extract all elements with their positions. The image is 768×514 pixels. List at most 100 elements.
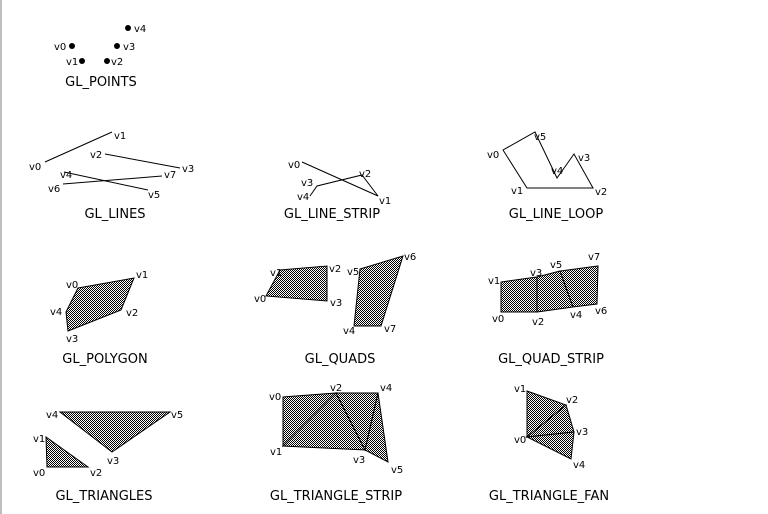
triangle-fan-triangle-3 — [525, 431, 575, 460]
vertex-label-v4: v4 — [380, 383, 392, 394]
vertex-label-v4: v4 — [570, 310, 582, 321]
vertex-label-v1: v1 — [379, 196, 391, 207]
line-segment-0 — [44, 131, 113, 163]
vertex-label-v2: v2 — [111, 57, 123, 68]
caption-triangle-fan: GL_TRIANGLE_FAN — [489, 489, 609, 504]
vertex-label-v4: v4 — [50, 307, 62, 318]
triangle-1 — [58, 411, 172, 453]
vertex-label-v6: v6 — [48, 184, 60, 195]
point-v3 — [114, 43, 120, 49]
vertex-label-v1: v1 — [33, 434, 45, 445]
caption-polygon: GL_POLYGON — [62, 352, 147, 367]
caption-points: GL_POINTS — [65, 75, 137, 90]
vertex-label-v3: v3 — [123, 42, 135, 53]
quad-0 — [265, 265, 328, 302]
vertex-label-v4: v4 — [46, 410, 58, 421]
vertex-label-v0: v0 — [487, 150, 499, 161]
vertex-label-v0: v0 — [514, 435, 526, 446]
caption-quads: GL_QUADS — [305, 352, 376, 367]
left-border — [0, 0, 2, 514]
vertex-label-v3: v3 — [301, 178, 313, 189]
vertex-label-v1: v1 — [270, 447, 282, 458]
line-segment-1 — [104, 153, 181, 169]
vertex-label-v0: v0 — [288, 160, 300, 171]
point-v4 — [125, 25, 131, 31]
vertex-label-v2: v2 — [359, 169, 371, 180]
vertex-label-v3: v3 — [107, 456, 119, 467]
vertex-label-v3: v3 — [182, 164, 194, 175]
caption-line-strip: GL_LINE_STRIP — [284, 207, 380, 222]
polygon-shape — [65, 277, 135, 332]
point-v0 — [69, 43, 75, 49]
line-strip-path — [301, 161, 379, 197]
vertex-label-v1: v1 — [514, 384, 526, 395]
vertex-label-v4: v4 — [343, 326, 355, 337]
vertex-label-v2: v2 — [566, 395, 578, 406]
vertex-label-v7: v7 — [588, 252, 600, 263]
vertex-label-v2: v2 — [90, 150, 102, 161]
vertex-label-v1: v1 — [511, 186, 523, 197]
vertex-label-v1: v1 — [488, 276, 500, 287]
vertex-label-v0: v0 — [54, 42, 66, 53]
vertex-label-v4: v4 — [60, 170, 72, 181]
triangle-strip-triangle-3 — [364, 392, 389, 463]
vertex-label-v5: v5 — [534, 132, 546, 143]
vertex-label-v5: v5 — [148, 190, 160, 201]
vertex-label-v1: v1 — [114, 131, 126, 142]
vertex-label-v2: v2 — [330, 383, 342, 394]
vertex-label-v5: v5 — [550, 260, 562, 271]
caption-quad-strip: GL_QUAD_STRIP — [498, 352, 604, 367]
vertex-label-v0: v0 — [254, 294, 266, 305]
vertex-label-v3: v3 — [576, 427, 588, 438]
vertex-label-v4: v4 — [297, 192, 309, 203]
line-segment-3 — [62, 175, 163, 185]
vertex-label-v6: v6 — [404, 252, 416, 263]
vertex-label-v0: v0 — [33, 468, 45, 479]
vertex-label-v5: v5 — [171, 410, 183, 421]
vertex-label-v2: v2 — [532, 317, 544, 328]
caption-triangle-strip: GL_TRIANGLE_STRIP — [270, 489, 402, 504]
quad-strip-quad-2 — [559, 265, 599, 308]
vertex-label-v1: v1 — [66, 57, 78, 68]
vertex-label-v4: v4 — [134, 24, 146, 35]
vertex-label-v5: v5 — [347, 267, 359, 278]
quad-1 — [353, 255, 404, 327]
quad-strip-quad-0 — [500, 276, 538, 313]
vertex-label-v2: v2 — [595, 187, 607, 198]
vertex-label-v3: v3 — [353, 455, 365, 466]
vertex-label-v1: v1 — [270, 268, 282, 279]
vertex-label-v7: v7 — [384, 324, 396, 335]
vertex-label-v3: v3 — [66, 334, 78, 345]
vertex-label-v0: v0 — [66, 280, 78, 291]
vertex-label-v3: v3 — [578, 153, 590, 164]
vertex-label-v2: v2 — [126, 308, 138, 319]
vertex-label-v6: v6 — [595, 306, 607, 317]
vertex-label-v4: v4 — [551, 166, 563, 177]
point-v2 — [104, 58, 110, 64]
vertex-label-v3: v3 — [330, 298, 342, 309]
point-v1 — [79, 58, 85, 64]
vertex-label-v0: v0 — [29, 162, 41, 173]
vertex-label-v1: v1 — [136, 270, 148, 281]
line-loop-path — [502, 131, 594, 189]
vertex-label-v3: v3 — [530, 268, 542, 279]
vertex-label-v2: v2 — [90, 468, 102, 479]
vertex-label-v2: v2 — [329, 264, 341, 275]
vertex-label-v7: v7 — [164, 170, 176, 181]
vertex-label-v0: v0 — [492, 314, 504, 325]
vertex-label-v4: v4 — [573, 460, 585, 471]
triangle-0 — [45, 436, 90, 468]
caption-line-loop: GL_LINE_LOOP — [509, 207, 604, 222]
vertex-label-v0: v0 — [269, 392, 281, 403]
